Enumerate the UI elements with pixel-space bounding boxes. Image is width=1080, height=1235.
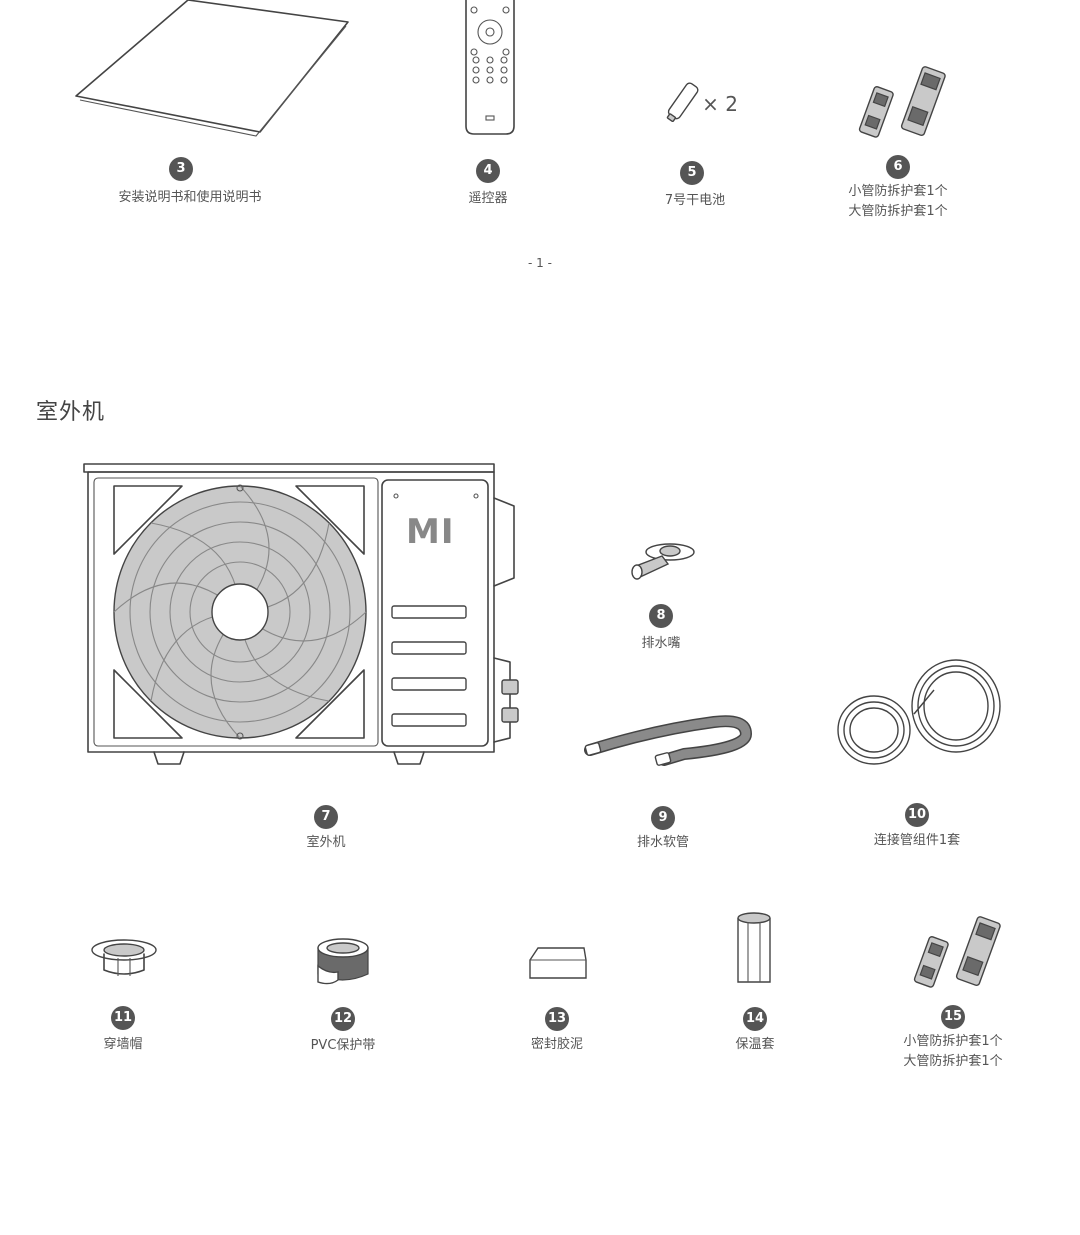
- item-7-label: 室外机: [306, 835, 346, 850]
- item-9-number: 9: [651, 806, 675, 830]
- item-14-label: 保温套: [735, 1037, 775, 1052]
- item-5-label: 7号干电池: [664, 193, 726, 208]
- item-3-label: 安装说明书和使用说明书: [118, 190, 262, 205]
- outdoor-unit-illustration: [83, 463, 519, 765]
- item-6-label-line1: 小管防拆护套1个: [848, 184, 948, 199]
- item-11-number: 11: [111, 1006, 135, 1030]
- remote-control-illustration: [465, 0, 515, 135]
- insulation-sleeve-illustration: [737, 912, 771, 983]
- manual-booklet-illustration: [75, 0, 349, 137]
- item-10-number: 10: [905, 803, 929, 827]
- item-4-number: 4: [476, 159, 500, 183]
- mi-logo: MI: [406, 512, 455, 552]
- item-4-label: 遥控器: [468, 191, 508, 206]
- item-6-label-line2: 大管防拆护套1个: [848, 204, 948, 219]
- page-number: - 1 -: [528, 256, 552, 270]
- section-title: 室外机: [36, 400, 106, 425]
- item-15-number: 15: [941, 1005, 965, 1029]
- wall-cap-illustration: [91, 939, 157, 976]
- item-8-label: 排水嘴: [641, 636, 681, 651]
- connecting-pipe-illustration: [837, 659, 1001, 765]
- battery-illustration: [666, 82, 699, 123]
- item-8-number: 8: [649, 604, 673, 628]
- battery-quantity: × 2: [702, 92, 738, 116]
- item-10-label: 连接管组件1套: [873, 833, 961, 848]
- sealing-putty-illustration: [529, 947, 587, 979]
- item-13-number: 13: [545, 1007, 569, 1031]
- item-15-label-line2: 大管防拆护套1个: [903, 1054, 1003, 1069]
- item-11-label: 穿墙帽: [103, 1037, 143, 1052]
- drain-nozzle-illustration: [631, 543, 695, 580]
- item-14-number: 14: [743, 1007, 767, 1031]
- item-3-number: 3: [169, 157, 193, 181]
- item-15-label-line1: 小管防拆护套1个: [903, 1034, 1003, 1049]
- anti-theft-sleeves-outdoor-illustration: [913, 916, 1001, 988]
- item-6-number: 6: [886, 155, 910, 179]
- drain-hose-illustration: [584, 715, 753, 766]
- item-12-number: 12: [331, 1007, 355, 1031]
- item-5-number: 5: [680, 161, 704, 185]
- item-13-label: 密封胶泥: [530, 1037, 584, 1052]
- item-7-number: 7: [314, 805, 338, 829]
- item-9-label: 排水软管: [636, 835, 690, 850]
- pvc-tape-illustration: [317, 938, 369, 985]
- anti-theft-sleeves-illustration: [858, 66, 946, 138]
- item-12-label: PVC保护带: [310, 1038, 376, 1053]
